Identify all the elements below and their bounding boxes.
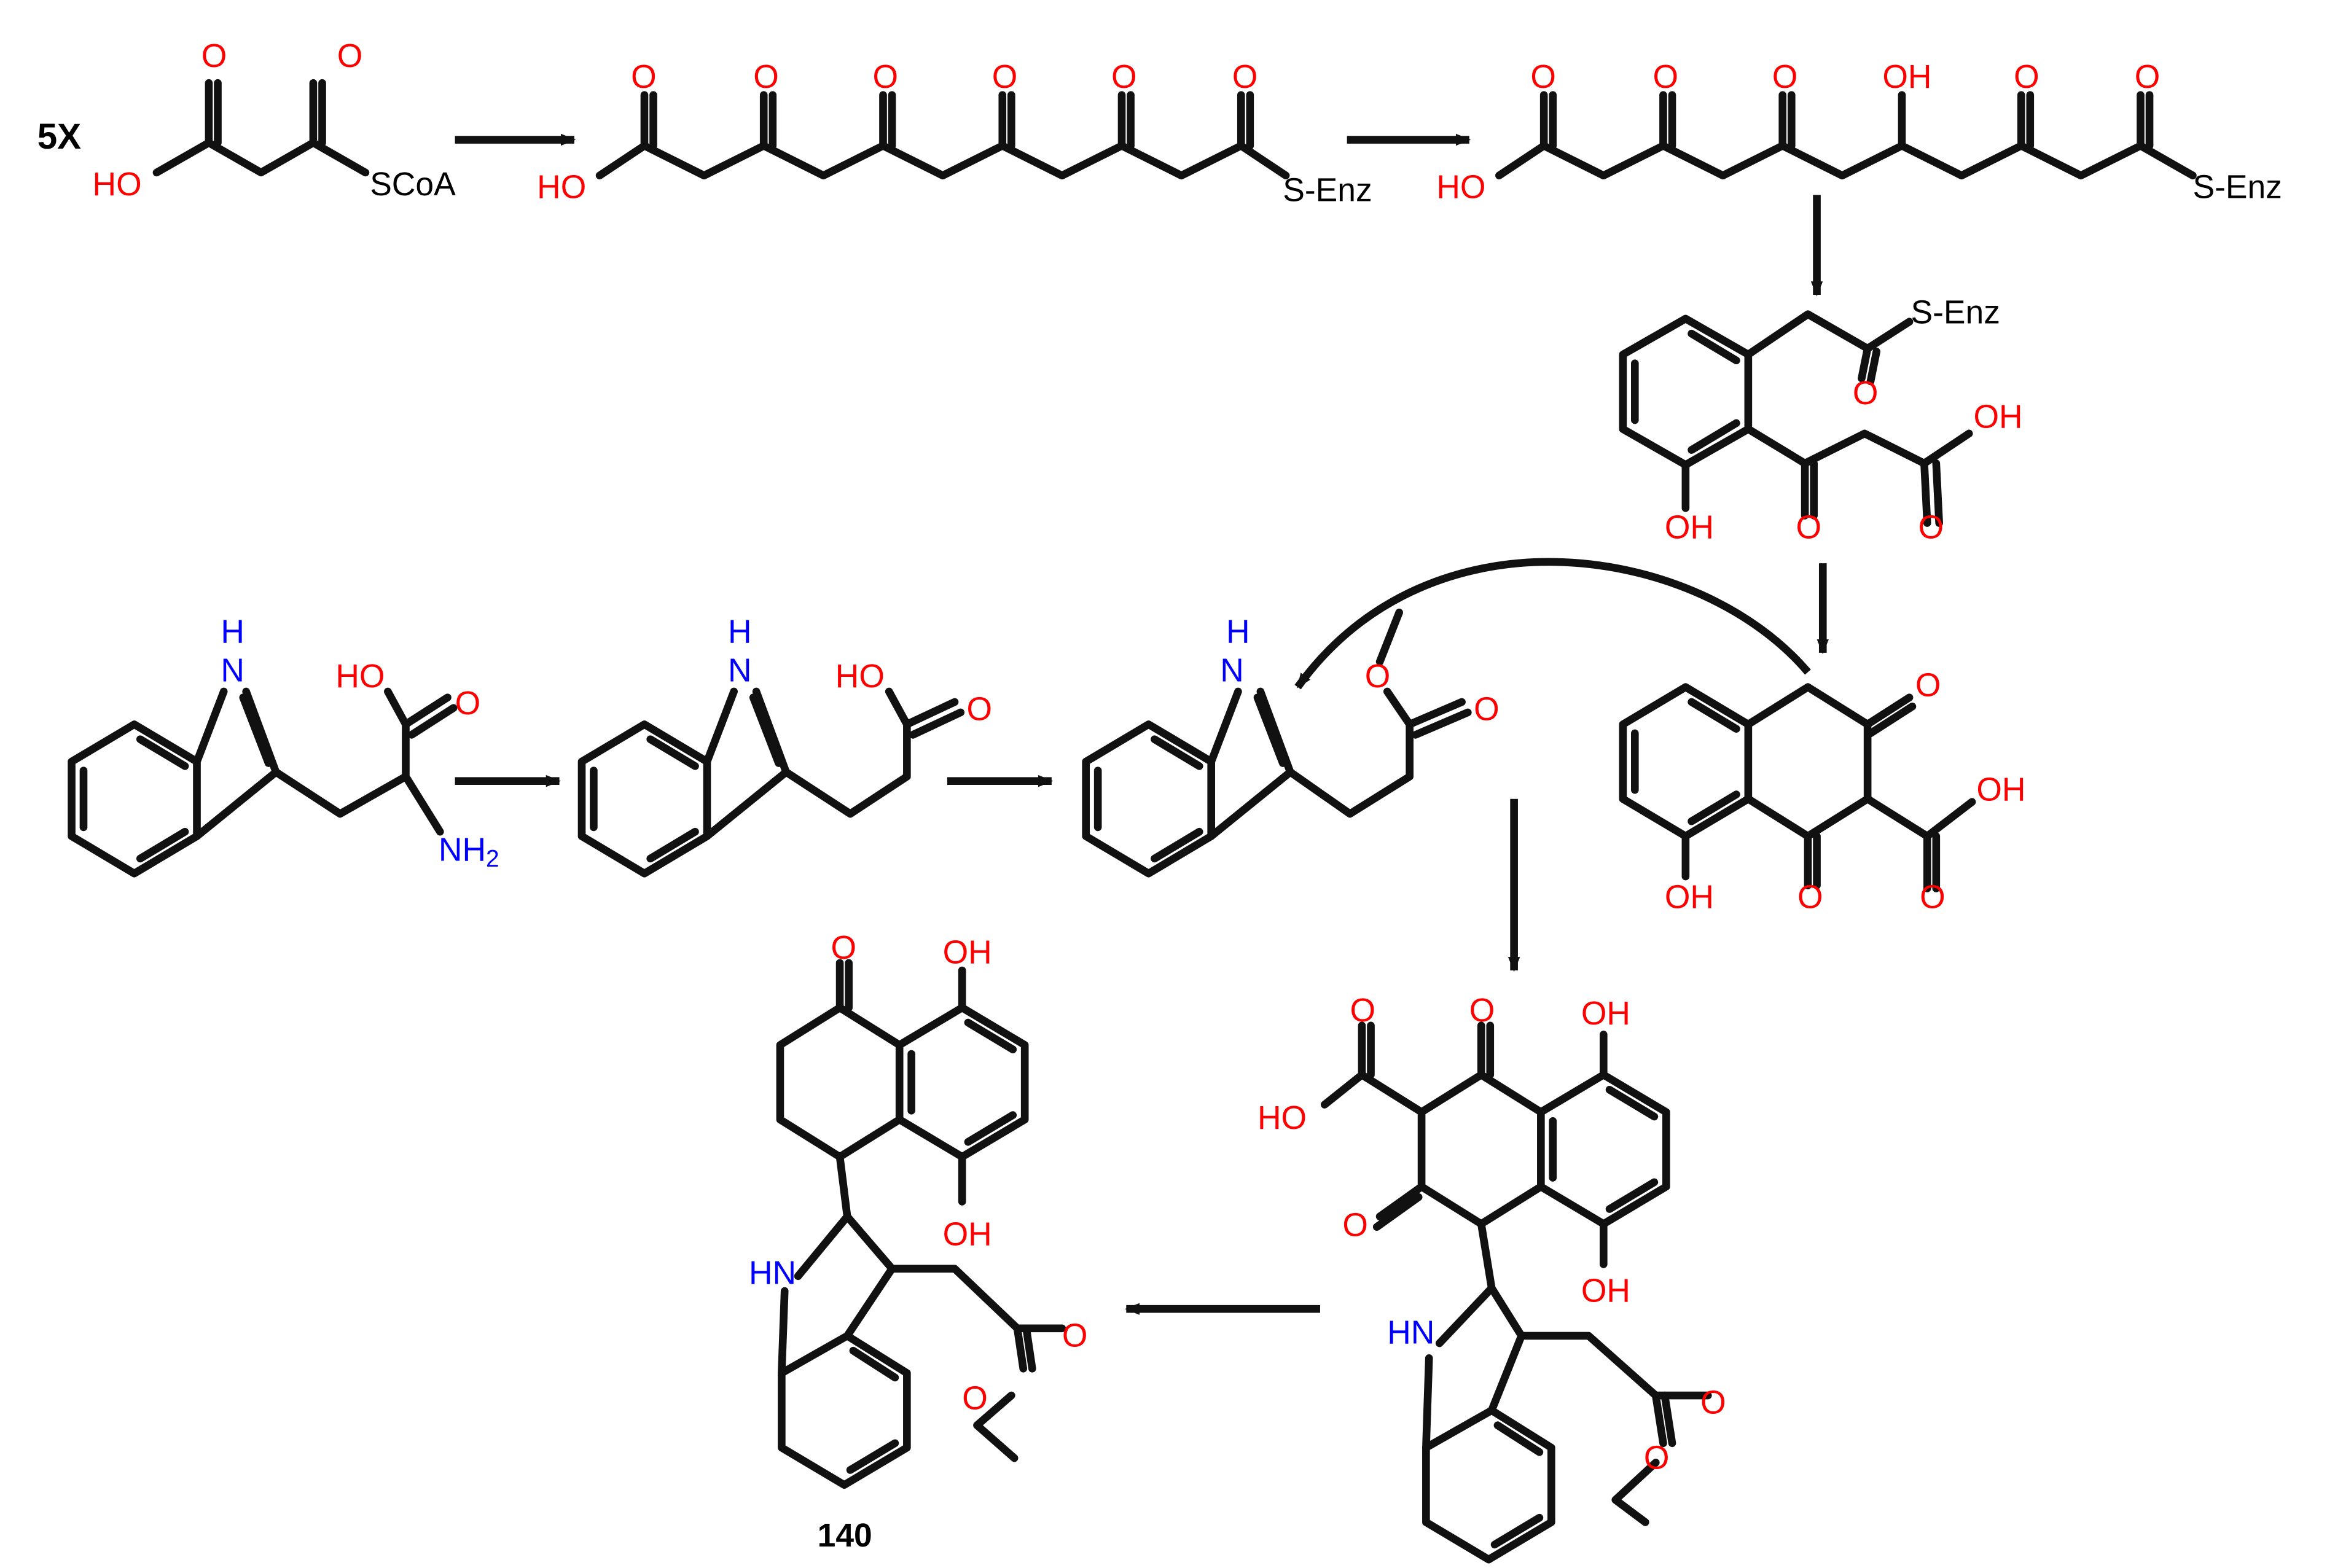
oxygen-label: O <box>1232 59 1258 95</box>
oxygen-label: O <box>1644 1440 1670 1476</box>
tryptophan: H N HO O NH2 <box>68 614 499 878</box>
enzyme-thioester-label: S-Enz <box>2192 170 2282 206</box>
oxygen-label: O <box>1342 1207 1368 1244</box>
hydroxyl-label: OH <box>1581 996 1630 1032</box>
oxygen-label: O <box>337 38 363 74</box>
oxygen-label: O <box>966 692 992 728</box>
hydroxyl-label: OH <box>1665 880 1714 916</box>
indole-propionic-acid: H N HO O <box>577 614 992 878</box>
nh-label: H <box>221 614 244 650</box>
scoa-label: SCoA <box>370 166 456 203</box>
oxygen-label: O <box>2014 59 2040 95</box>
hydroxyl-label: OH <box>1882 59 1931 95</box>
oxygen-label: O <box>631 59 657 95</box>
product-140: O OH OH HN O O 140 <box>749 930 1087 1554</box>
nh-label: HN <box>1387 1315 1434 1351</box>
oxygen-label: O <box>1469 993 1495 1029</box>
oxygen-label: O <box>831 930 857 966</box>
hydroxyl-label: OH <box>1665 509 1714 545</box>
malonyl-coa: 5X O O HO SCoA <box>37 38 456 203</box>
hydroxyl-label: OH <box>943 934 992 970</box>
oxygen-label: O <box>1111 59 1137 95</box>
oxygen-label: O <box>1915 668 1941 704</box>
nh-label: HN <box>749 1255 796 1291</box>
aromatic-intermediate: S-Enz O OH O O OH <box>1619 295 2023 545</box>
oxygen-label: O <box>992 59 1018 95</box>
methyl-indole-propionate: H N O O <box>1082 608 1500 878</box>
oxygen-label: O <box>1853 375 1879 412</box>
oxygen-label: O <box>2135 59 2161 95</box>
amine-label: NH2 <box>439 832 499 872</box>
oxygen-label: O <box>1920 880 1946 916</box>
hydroxyl-label: OH <box>1976 772 2025 808</box>
hydroxyl-label: HO <box>835 658 885 695</box>
nitrogen-label: N <box>221 652 244 688</box>
oxygen-label: O <box>753 59 779 95</box>
bicyclic-intermediate: O OH O O OH <box>1619 668 2025 916</box>
coupling-arrow <box>1294 558 1811 690</box>
oxygen-label: O <box>455 685 481 722</box>
nitrogen-label: N <box>728 652 752 688</box>
hydroxyl-label: HO <box>335 658 385 695</box>
hydroxyl-label: OH <box>1581 1273 1630 1309</box>
compound-number: 140 <box>818 1518 872 1554</box>
oxygen-label: O <box>1350 993 1376 1029</box>
oxygen-label: O <box>1365 658 1391 695</box>
oxygen-label: O <box>873 59 899 95</box>
hydroxyl-label: OH <box>1974 399 2023 435</box>
oxygen-label: O <box>201 38 227 74</box>
polyketide-chain-2: O O O OH O O HO S-Enz <box>1436 59 2282 206</box>
coupled-intermediate: O O OH HO O OH HN O O <box>1257 993 1726 1564</box>
polyketide-chain-1: O O O O O O HO S-Enz <box>537 59 1372 209</box>
hydroxyl-label: HO <box>1257 1100 1307 1136</box>
enzyme-thioester-label: S-Enz <box>1911 295 2000 331</box>
hydroxyl-label: HO <box>93 166 142 203</box>
enzyme-thioester-label: S-Enz <box>1283 173 1372 209</box>
hydroxyl-label: HO <box>1436 170 1485 206</box>
oxygen-label: O <box>1797 880 1823 916</box>
oxygen-label: O <box>1700 1385 1726 1421</box>
oxygen-label: O <box>1796 509 1822 545</box>
nh-label: H <box>728 614 752 650</box>
oxygen-label: O <box>1652 59 1678 95</box>
nitrogen-label: N <box>1220 652 1244 688</box>
oxygen-label: O <box>1530 59 1556 95</box>
hydroxyl-label: OH <box>943 1216 992 1252</box>
oxygen-label: O <box>962 1380 988 1416</box>
nh-label: H <box>1226 614 1250 650</box>
oxygen-label: O <box>1062 1317 1088 1354</box>
oxygen-label: O <box>1474 692 1500 728</box>
hydroxyl-label: HO <box>537 170 586 206</box>
multiplier-label: 5X <box>37 117 81 157</box>
oxygen-label: O <box>1918 509 1944 545</box>
oxygen-label: O <box>1772 59 1798 95</box>
